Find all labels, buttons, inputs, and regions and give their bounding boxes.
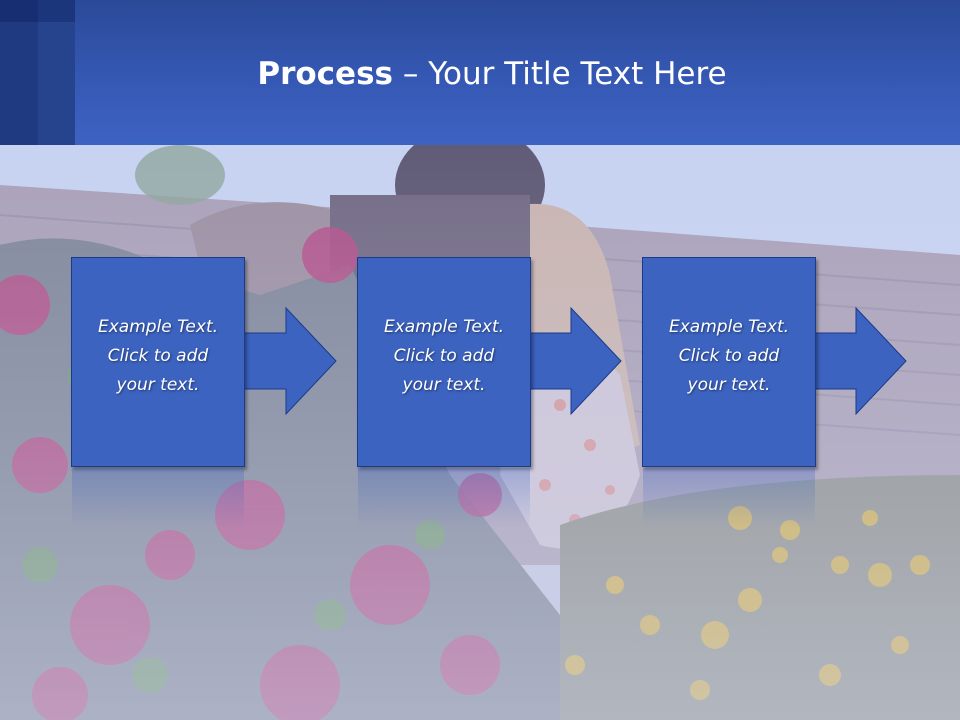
step-reflection [72, 468, 244, 528]
header-accent-stripe [38, 0, 75, 145]
process-step-1[interactable]: Example Text. Click to add your text. [71, 257, 245, 467]
step-text[interactable]: Example Text. Click to add your text. [358, 313, 530, 400]
slide-title-bold: Process [257, 56, 393, 92]
step-text-line: Example Text. [383, 317, 505, 337]
step-reflection [643, 468, 815, 528]
step-text-line: your text. [687, 375, 771, 395]
header-accent-corner [0, 0, 75, 22]
slide-title-rest: – Your Title Text Here [393, 56, 727, 92]
step-text[interactable]: Example Text. Click to add your text. [72, 313, 244, 400]
step-text-line: Click to add [678, 346, 780, 366]
header-accent-stripe [0, 0, 38, 145]
step-text-line: Click to add [393, 346, 495, 366]
title-bar: Process – Your Title Text Here [0, 0, 960, 145]
arrow-right-icon [520, 306, 622, 416]
arrow-right-icon [235, 306, 337, 416]
slide-title[interactable]: Process – Your Title Text Here [0, 52, 960, 96]
process-step-2[interactable]: Example Text. Click to add your text. [357, 257, 531, 467]
step-text-line: your text. [402, 375, 486, 395]
arrow-right-icon [805, 306, 907, 416]
step-text-line: your text. [116, 375, 200, 395]
step-text-line: Example Text. [97, 317, 219, 337]
step-reflection [358, 468, 530, 528]
step-text-line: Click to add [107, 346, 209, 366]
process-step-3[interactable]: Example Text. Click to add your text. [642, 257, 816, 467]
step-text-line: Example Text. [668, 317, 790, 337]
step-text[interactable]: Example Text. Click to add your text. [643, 313, 815, 400]
